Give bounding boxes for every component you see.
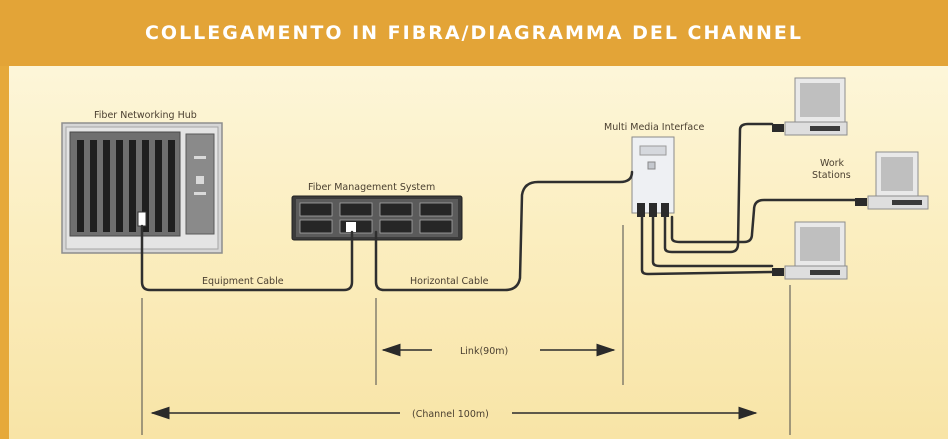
diagram-canvas: Fiber Networking Hub Fiber Management Sy… [9, 66, 948, 439]
horizontal-cable [374, 170, 634, 292]
cable-to-bottom-station-1 [640, 215, 774, 276]
channel-diagram: Fiber Networking Hub Fiber Management Sy… [61, 77, 929, 435]
workstation-middle [855, 151, 929, 210]
workstation-top [772, 77, 848, 136]
equipment-cable [140, 224, 354, 292]
fms-label: Fiber Management System [308, 182, 435, 193]
link-label: Link(90m) [460, 346, 508, 357]
equipment-cable-label: Equipment Cable [202, 276, 284, 287]
cable-to-bottom-station-2 [651, 215, 774, 268]
workstation-bottom [772, 221, 848, 280]
cable-to-top-station [663, 122, 774, 254]
fiber-networking-hub [61, 122, 223, 254]
workstations-label-line2: Stations [812, 170, 851, 181]
title-bar: COLLEGAMENTO IN FIBRA/DIAGRAMMA DEL CHAN… [0, 0, 948, 66]
dimension-extension-lines [141, 225, 791, 435]
workstations-label-line1: Work [820, 158, 845, 169]
multi-media-interface [631, 136, 675, 217]
cable-to-middle-station [670, 198, 857, 244]
fiber-management-system [291, 195, 463, 241]
diagram-title: COLLEGAMENTO IN FIBRA/DIAGRAMMA DEL CHAN… [144, 22, 803, 44]
mmi-label: Multi Media Interface [604, 122, 704, 133]
cables [140, 122, 857, 292]
hub-label: Fiber Networking Hub [94, 110, 197, 121]
horizontal-cable-label: Horizontal Cable [410, 276, 489, 287]
channel-label: (Channel 100m) [412, 409, 489, 420]
